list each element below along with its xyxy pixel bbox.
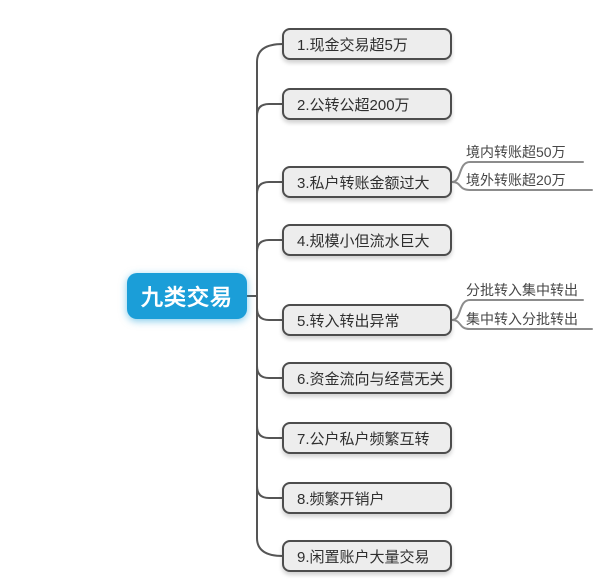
node-5-child-1-label: 分批转入集中转出: [466, 282, 578, 298]
node-8-label: 8.频繁开销户: [297, 490, 385, 508]
child-branch-line-node5-child2: [451, 319, 593, 330]
root-node-label: 九类交易: [140, 285, 233, 310]
child-branch-line-node3-child2: [451, 181, 593, 191]
node-4: 4.规模小但流水巨大: [282, 224, 452, 256]
branch-line-node-6: [256, 365, 284, 379]
node-5-label: 5.转入转出异常: [297, 312, 400, 330]
node-6-label: 6.资金流向与经营无关: [297, 370, 445, 388]
branch-line-node-5: [256, 307, 284, 321]
branch-line-node-4: [256, 239, 284, 253]
node-2-label: 2.公转公超200万: [297, 96, 410, 114]
node-3: 3.私户转账金额过大: [282, 166, 452, 198]
node-5-child-2-label: 集中转入分批转出: [466, 311, 578, 327]
child-branch-line-node5-child1: [451, 299, 584, 321]
node-6: 6.资金流向与经营无关: [282, 362, 452, 394]
node-9-label: 9.闲置账户大量交易: [297, 548, 430, 566]
node-2: 2.公转公超200万: [282, 88, 452, 120]
node-7-label: 7.公户私户频繁互转: [297, 430, 430, 448]
branch-line-node-2: [256, 103, 284, 117]
branch-line-node-3: [256, 181, 284, 195]
root-node: 九类交易: [127, 273, 247, 319]
node-1: 1.现金交易超5万: [282, 28, 452, 60]
node-9: 9.闲置账户大量交易: [282, 540, 452, 572]
node-3-child-2-label: 境外转账超20万: [466, 172, 566, 188]
node-1-label: 1.现金交易超5万: [297, 36, 408, 54]
node-8: 8.频繁开销户: [282, 482, 452, 514]
branch-line-node-8: [256, 485, 284, 499]
branch-line-node-7: [256, 425, 284, 439]
node-4-label: 4.规模小但流水巨大: [297, 232, 430, 250]
node-5: 5.转入转出异常: [282, 304, 452, 336]
trunk-line: [256, 43, 284, 557]
node-3-child-1-label: 境内转账超50万: [466, 144, 566, 160]
node-7: 7.公户私户频繁互转: [282, 422, 452, 454]
node-3-label: 3.私户转账金额过大: [297, 174, 430, 192]
